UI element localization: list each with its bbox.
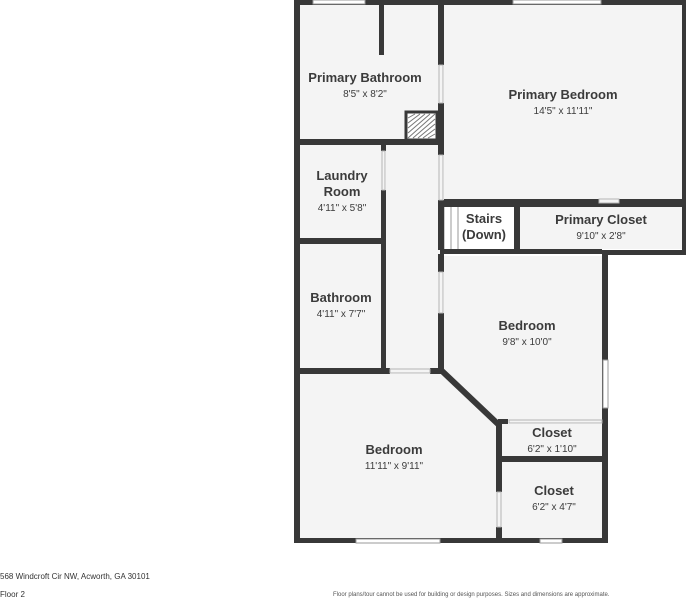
stairs-label-line2: (Down) [462,227,506,242]
bathroom-name: Bathroom [310,290,371,305]
closet-upper-dims: 6'2" x 1'10" [527,444,577,455]
laundry-room-dims: 4'11" x 5'8" [318,203,367,214]
door-openings [381,64,620,528]
stairs-label-line1: Stairs [466,211,502,226]
primary-bedroom-name: Primary Bedroom [508,87,617,102]
floor-label: Floor 2 [0,590,25,599]
laundry-room-name-line2: Room [324,184,361,199]
primary-closet-name: Primary Closet [555,212,647,227]
bathroom-dims: 4'11" x 7'7" [317,309,366,320]
bedroom-right-name: Bedroom [498,318,555,333]
primary-bedroom-dims: 14'5" x 11'11" [534,106,593,117]
closet-upper-name: Closet [532,425,572,440]
address-text: 568 Windcroft Cir NW, Acworth, GA 30101 [0,572,150,581]
closet-lower-name: Closet [534,483,574,498]
stairs [443,207,514,249]
shaft-hatch [404,110,439,142]
room-labels: Primary Bathroom 8'5" x 8'2" Primary Bed… [308,70,647,513]
bedroom-lower-name: Bedroom [365,442,422,457]
closet-lower-dims: 6'2" x 4'7" [532,502,576,513]
primary-closet-dims: 9'10" x 2'8" [576,231,626,242]
laundry-room-name-line1: Laundry [316,168,368,183]
windows [312,0,609,544]
bedroom-lower-dims: 11'11" x 9'11" [365,461,424,472]
room-floors [300,4,682,538]
primary-bathroom-dims: 8'5" x 8'2" [343,89,387,100]
disclaimer-text: Floor plans/tour cannot be used for buil… [333,592,610,598]
bedroom-right-dims: 9'8" x 10'0" [502,337,552,348]
primary-bathroom-name: Primary Bathroom [308,70,421,85]
